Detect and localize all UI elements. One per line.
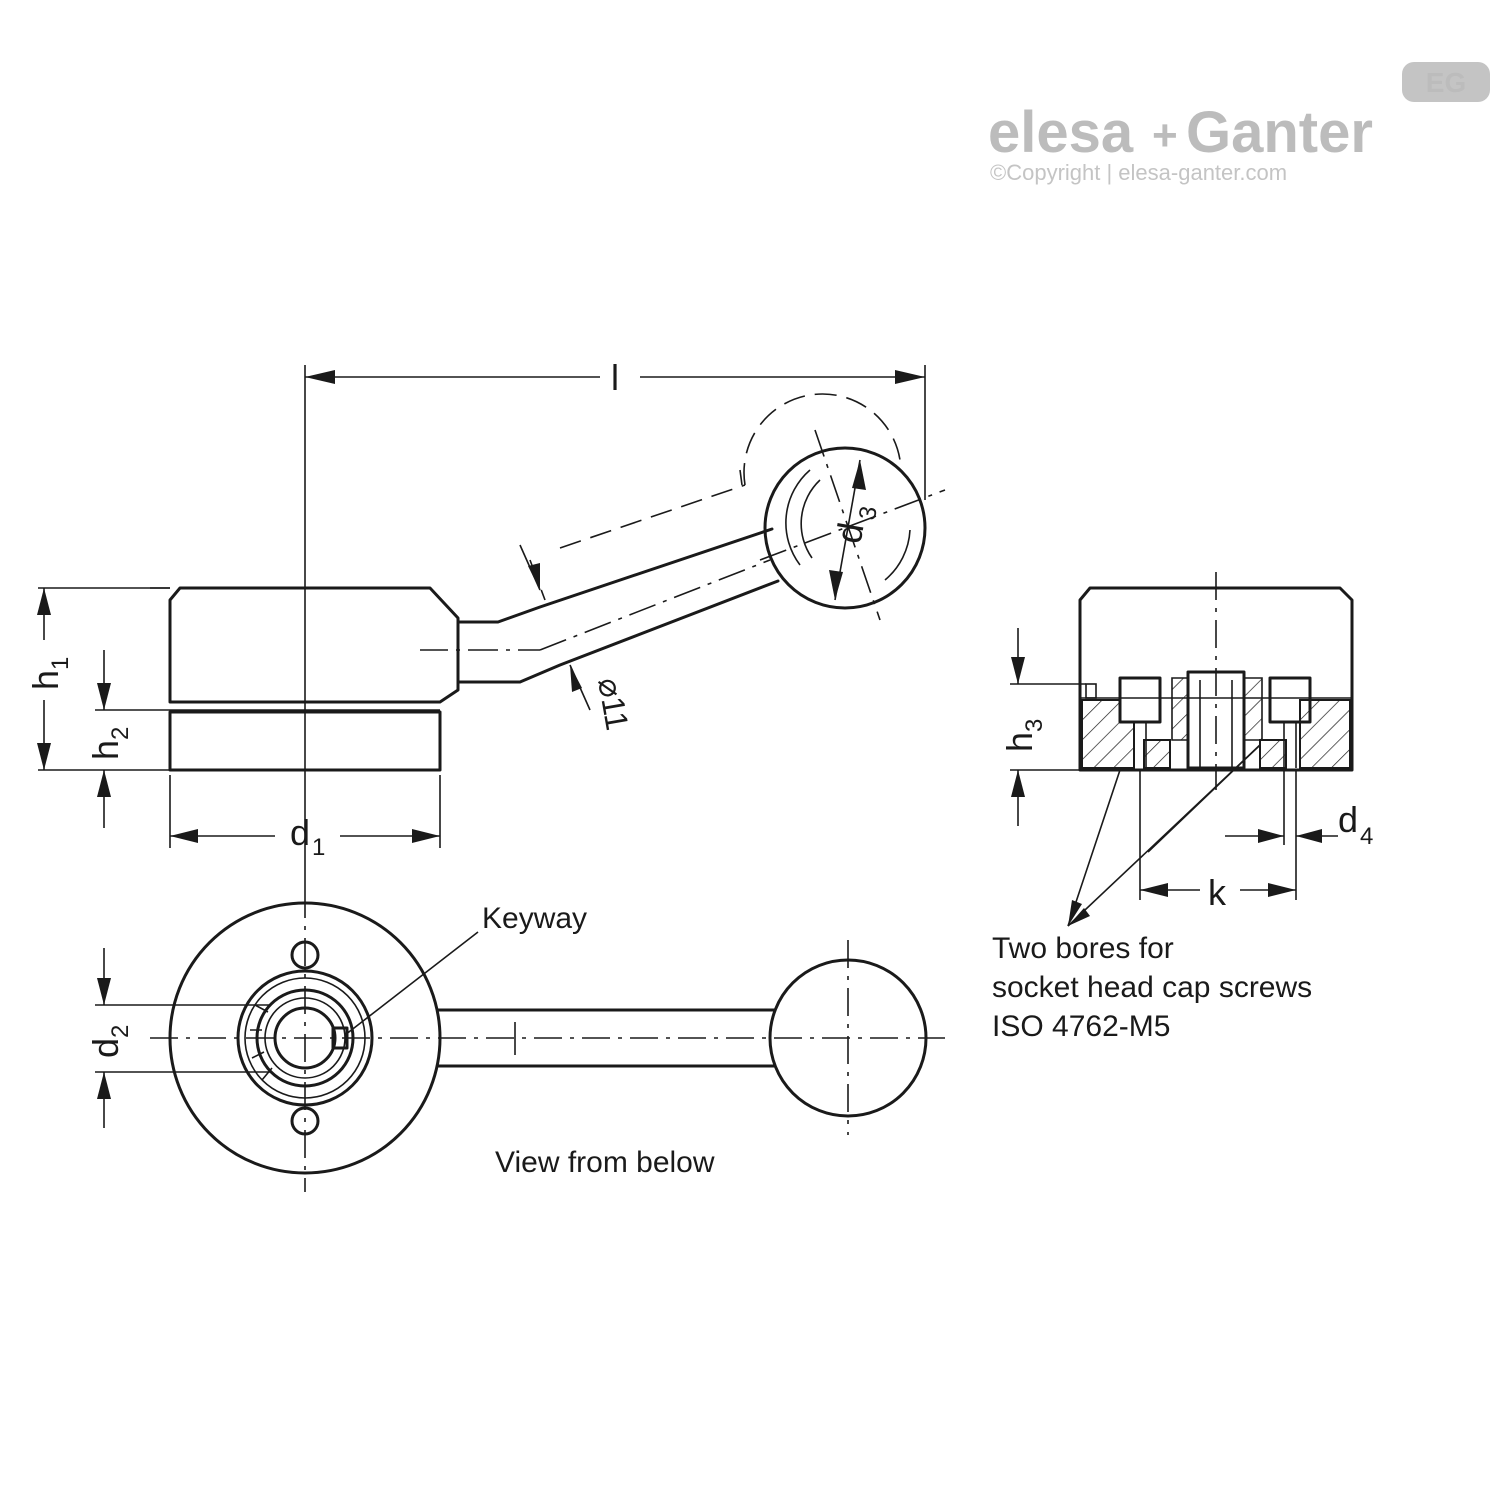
label-view-from-below: View from below [495,1146,715,1179]
dim-h2: h [85,740,126,760]
dim-d4-sub: 4 [1360,823,1373,850]
brand-name-elesa: elesa [988,100,1134,165]
dim-d1: d [290,812,310,853]
dim-dia11: ⌀11 [591,675,636,733]
dim-l: l [611,357,619,398]
dim-d3-sub: 3 [854,504,883,522]
dim-d2-sub: 2 [107,1025,134,1038]
brand-logo: EG elesa + Ganter ©Copyright | elesa-gan… [988,62,1490,185]
dim-h3: h [999,732,1040,752]
dim-d4: d [1338,799,1358,840]
dim-d2: d [85,1038,126,1058]
brand-badge-text: EG [1426,67,1466,98]
dim-h1: h [25,670,66,690]
dim-h3-sub: 3 [1021,719,1048,732]
label-bores-line1: Two bores for [992,932,1174,965]
section-view: h 3 d 4 k Two bores for socket head cap … [992,572,1373,1043]
front-view: l d 3 [25,357,946,890]
dim-k: k [1208,872,1227,913]
brand-badge [1402,62,1490,102]
brand-name-ganter: Ganter [1186,100,1373,165]
bottom-view: d 2 Keyway View from below [85,890,945,1192]
label-keyway: Keyway [482,902,587,935]
dim-h2-sub: 2 [107,727,134,740]
brand-name-plus: + [1152,111,1178,160]
label-bores-line2: socket head cap screws [992,971,1312,1004]
dim-d1-sub: 1 [312,834,325,861]
dim-d3: d [828,519,872,546]
label-bores-line3: ISO 4762-M5 [992,1010,1170,1043]
copyright-text: ©Copyright | elesa-ganter.com [990,160,1287,185]
dim-h1-sub: 1 [47,657,74,670]
